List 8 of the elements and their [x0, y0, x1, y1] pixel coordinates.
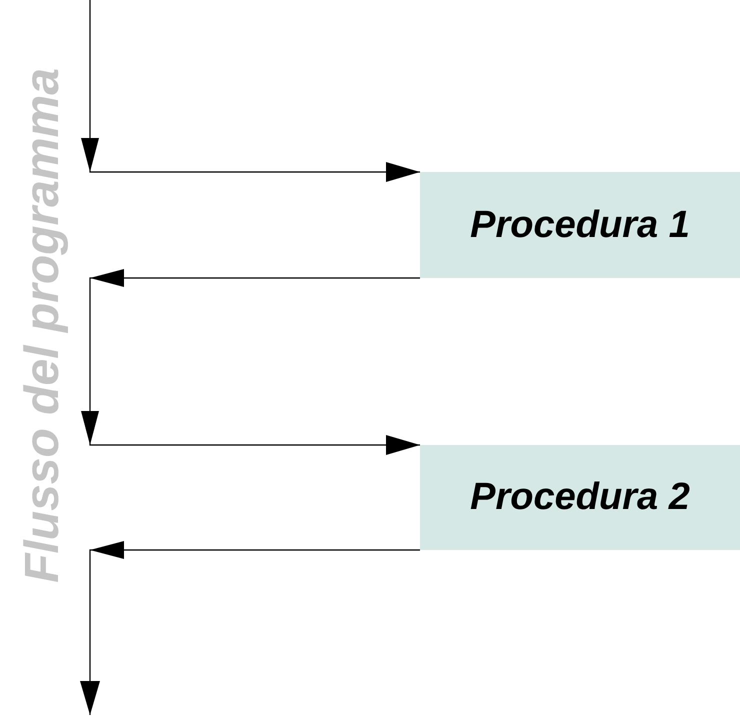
flow-label: Flusso del programma — [14, 68, 70, 582]
flow-arrow — [80, 541, 420, 715]
procedure-label: Procedura 1 — [470, 204, 690, 246]
flow-arrow — [81, 269, 420, 455]
procedure-box — [420, 445, 740, 550]
flow-arrow — [81, 0, 420, 182]
procedure-label: Procedura 2 — [470, 476, 690, 519]
procedure-box — [420, 172, 740, 278]
